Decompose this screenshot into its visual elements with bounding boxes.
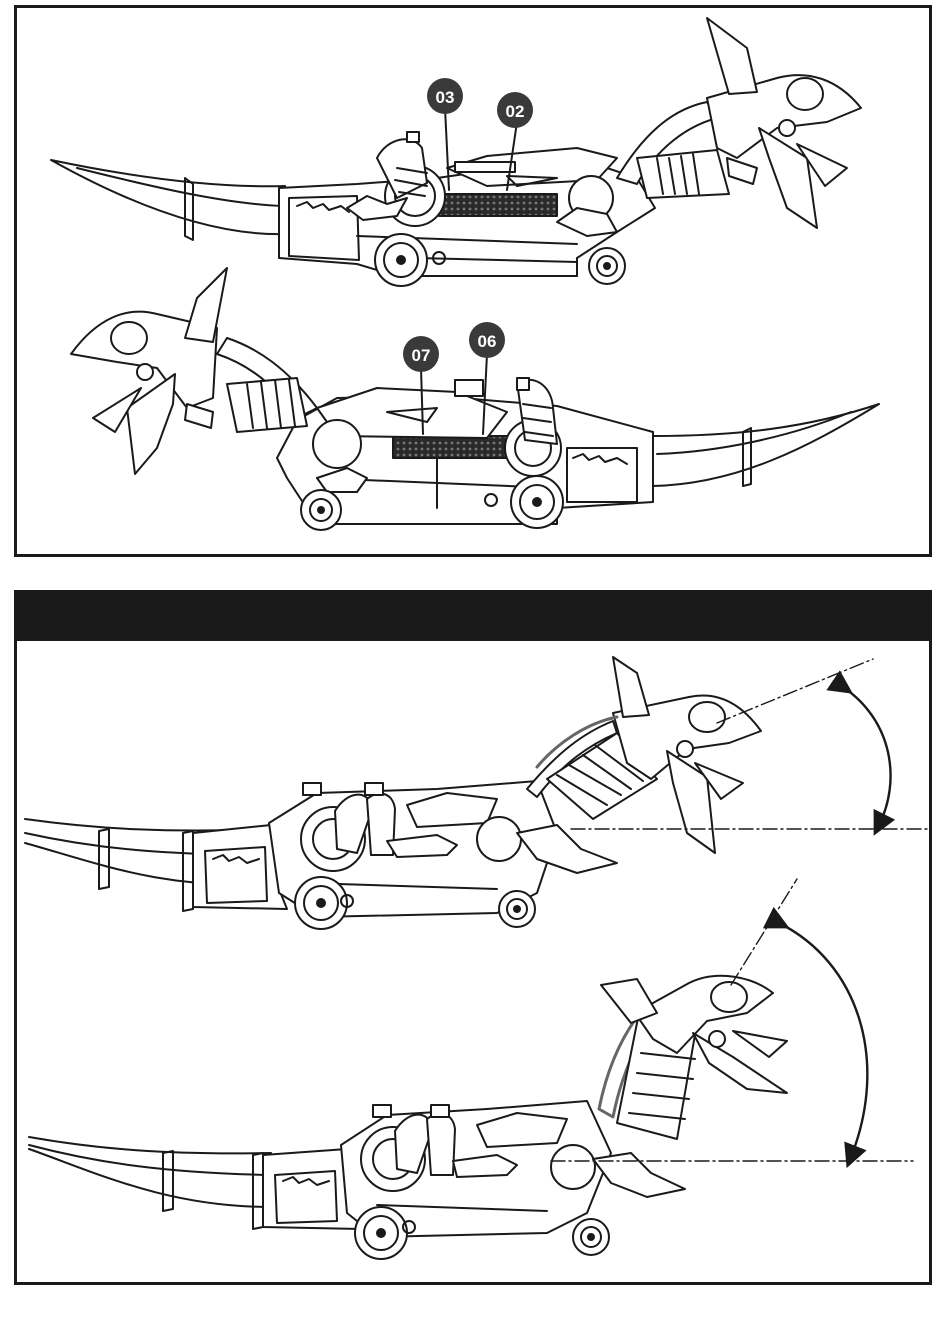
robot-top-right-facing xyxy=(51,18,861,286)
curved-double-arrow-icon-1 xyxy=(843,687,891,825)
curved-double-arrow-icon-2 xyxy=(779,923,867,1157)
bottom-diagram-canvas xyxy=(17,593,929,1282)
callout-label-06: 06 xyxy=(478,332,497,351)
callout-02: 02 xyxy=(497,92,533,128)
callout-07: 07 xyxy=(403,336,439,372)
robot-bottom-position-1 xyxy=(25,657,761,929)
bottom-diagram-panel xyxy=(14,590,932,1285)
callout-label-07: 07 xyxy=(412,346,431,365)
top-diagram-canvas: 03 02 07 06 xyxy=(17,8,929,554)
callout-label-03: 03 xyxy=(436,88,455,107)
callout-03: 03 xyxy=(427,78,463,114)
top-diagram-panel: 03 02 07 06 xyxy=(14,5,932,557)
robot-bottom-position-2 xyxy=(29,976,787,1259)
angled-reference-line-2 xyxy=(731,879,797,985)
robot-top-left-facing xyxy=(71,268,879,530)
callout-06: 06 xyxy=(469,322,505,358)
callout-label-02: 02 xyxy=(506,102,525,121)
